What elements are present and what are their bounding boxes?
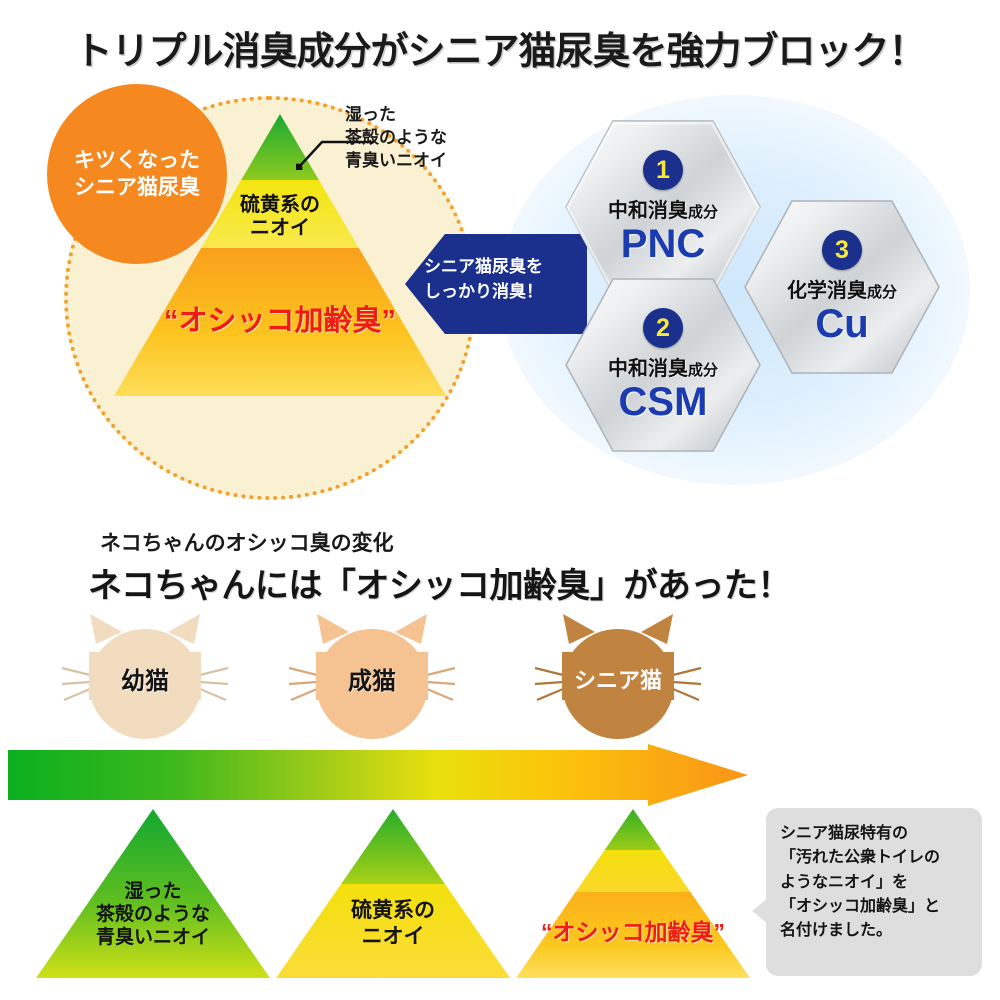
pyramid-adult-label: 硫黄系の ニオイ [273, 898, 513, 949]
callout-text: シニア猫尿特有の 「汚れた公衆トイレの ようなニオイ」を 「オシッコ加齢臭」と … [780, 822, 978, 944]
blue-arrow-line1: シニア猫尿臭を [424, 257, 543, 276]
cat-label: シニア猫 [573, 668, 662, 693]
odor-pyramid-senior [516, 809, 750, 978]
label-line1: 硫黄系の [351, 899, 435, 922]
hexagon-subtitle: 化学消臭成分 [786, 280, 897, 302]
callout-line3: ようなニオイ」を [780, 873, 909, 891]
hexagon-subtitle: 中和消臭成分 [607, 200, 718, 222]
label-line2: ニオイ [361, 924, 425, 948]
callout-line5: 名付けました。 [780, 922, 893, 940]
blue-arrow-text: シニア猫尿臭を しっかり消臭！ [424, 255, 584, 304]
ingredient-hexagon-csm[interactable]: 2 中和消臭成分 CSM [563, 276, 763, 454]
callout-tail [752, 898, 768, 924]
callout-line4: 「オシッコ加齢臭」と [780, 897, 941, 915]
annotation-line3: 青臭いニオイ [345, 150, 447, 170]
cat-head-senior: シニア猫 [533, 612, 703, 742]
hexagon-code: Cu [815, 302, 869, 346]
pyramid-senior-label: “オシッコ加齢臭” [541, 919, 725, 945]
pyramid-middle-label-line1: 硫黄系の [240, 194, 320, 216]
cat-label: 幼猫 [121, 668, 169, 695]
orange-callout-bubble: キツくなった シニア猫尿臭 [47, 84, 227, 264]
pyramid-kitten-label: 湿った 茶殻のような 青臭いニオイ [33, 880, 273, 950]
odor-pyramid-main [114, 114, 446, 396]
label-line1: 湿った [124, 881, 182, 902]
section-heading: ネコちゃんには「オシッコ加齢臭」があった！ [88, 567, 791, 605]
callout-line1: シニア猫尿特有の [780, 825, 909, 842]
orange-bubble-line1: キツくなった [74, 148, 200, 172]
label-line3: 青臭いニオイ [95, 927, 210, 949]
hexagon-number-badge: 3 [822, 230, 862, 270]
callout-box [766, 808, 982, 976]
orange-bubble-line2: シニア猫尿臭 [74, 176, 200, 199]
odor-pyramid-adult [276, 809, 510, 978]
ingredient-hexagon-cu[interactable]: 3 化学消臭成分 Cu [742, 198, 942, 376]
hexagon-number-badge: 1 [643, 150, 683, 190]
cat-head-adult: 成猫 [287, 612, 457, 742]
page-title: トリプル消臭成分がシニア猫尿臭を強力ブロック！ [74, 31, 926, 73]
hexagon-number-badge: 2 [643, 308, 683, 348]
cat-label: 成猫 [348, 668, 396, 695]
ingredient-hexagon-pnc[interactable]: 1 中和消臭成分 PNC [563, 118, 763, 296]
pyramid-top-annotation: 湿った 茶殻のような 青臭いニオイ [345, 104, 447, 173]
callout-line2: 「汚れた公衆トイレの [780, 849, 941, 867]
hexagon-code: PNC [620, 222, 706, 266]
pyramid-middle-label: 硫黄系の ニオイ [180, 194, 380, 240]
annotation-line1: 湿った [345, 105, 396, 124]
blue-process-arrow [405, 234, 587, 334]
hexagon-code: CSM [618, 380, 708, 424]
odor-pyramid-kitten [36, 809, 270, 978]
blue-arrow-line2: しっかり消臭！ [424, 281, 543, 301]
annotation-leader-line [296, 140, 374, 170]
cat-head-kitten: 幼猫 [60, 612, 230, 742]
pyramid-middle-label-line2: ニオイ [250, 217, 310, 239]
pyramid-bottom-label: “オシッコ加齢臭” [163, 305, 396, 337]
label-line2: 茶殻のような [95, 904, 210, 926]
aging-progression-arrow [8, 744, 748, 806]
annotation-line2: 茶殻のような [345, 127, 447, 147]
hexagon-subtitle: 中和消臭成分 [607, 358, 718, 380]
section-subheading: ネコちゃんのオシッコ臭の変化 [100, 532, 394, 555]
